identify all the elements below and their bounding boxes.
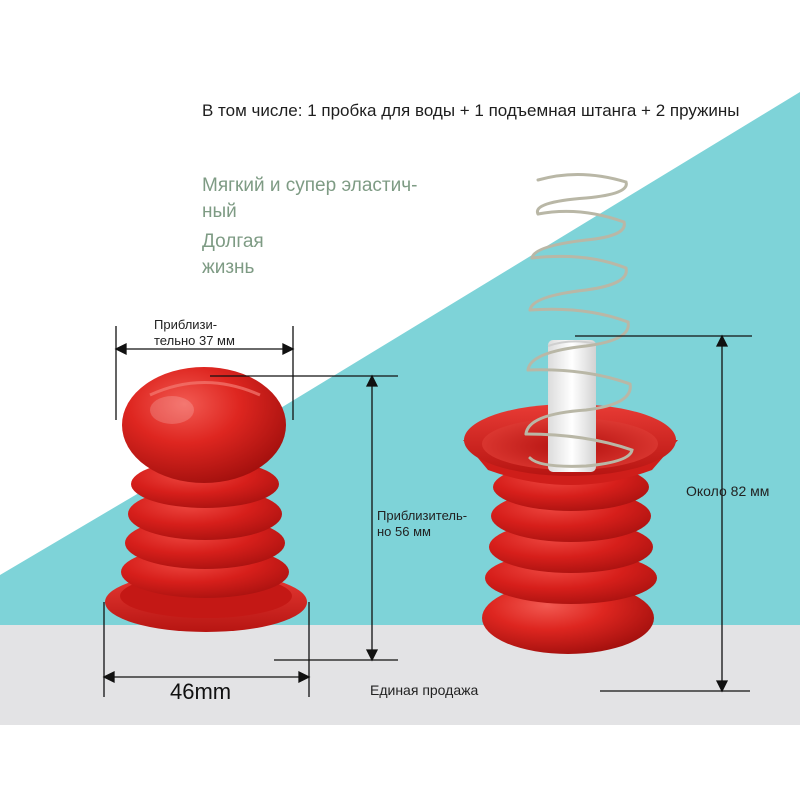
sale-note: Единая продажа: [370, 682, 479, 698]
dimension-lines: [102, 326, 752, 697]
dimension-top-width-line2: тельно 37 мм: [154, 333, 235, 348]
dimension-total-height: Около 82 мм: [686, 483, 770, 499]
feature-long-life-line2: жизнь: [202, 257, 255, 278]
feature-soft-elastic-line1: Мягкий и супер эластич-: [202, 175, 418, 196]
cyan-panel: [0, 92, 800, 625]
spring: [524, 173, 634, 468]
package-contents-text: В том числе: 1 пробка для воды + 1 подъе…: [202, 101, 740, 120]
grey-floor: [0, 625, 800, 725]
stopper-assembly: [463, 173, 678, 654]
feature-soft-elastic-line2: ный: [202, 201, 237, 222]
feature-long-life-line1: Долгая: [202, 231, 264, 252]
lift-rod: [548, 340, 596, 472]
dimension-base-width: 46mm: [170, 679, 232, 704]
dimension-body-height-line1: Приблизитель-: [377, 508, 468, 523]
dimension-top-width-line1: Приблизи-: [154, 317, 218, 332]
bellows-stopper: [105, 367, 307, 632]
dimension-body-height-line2: но 56 мм: [377, 524, 431, 539]
